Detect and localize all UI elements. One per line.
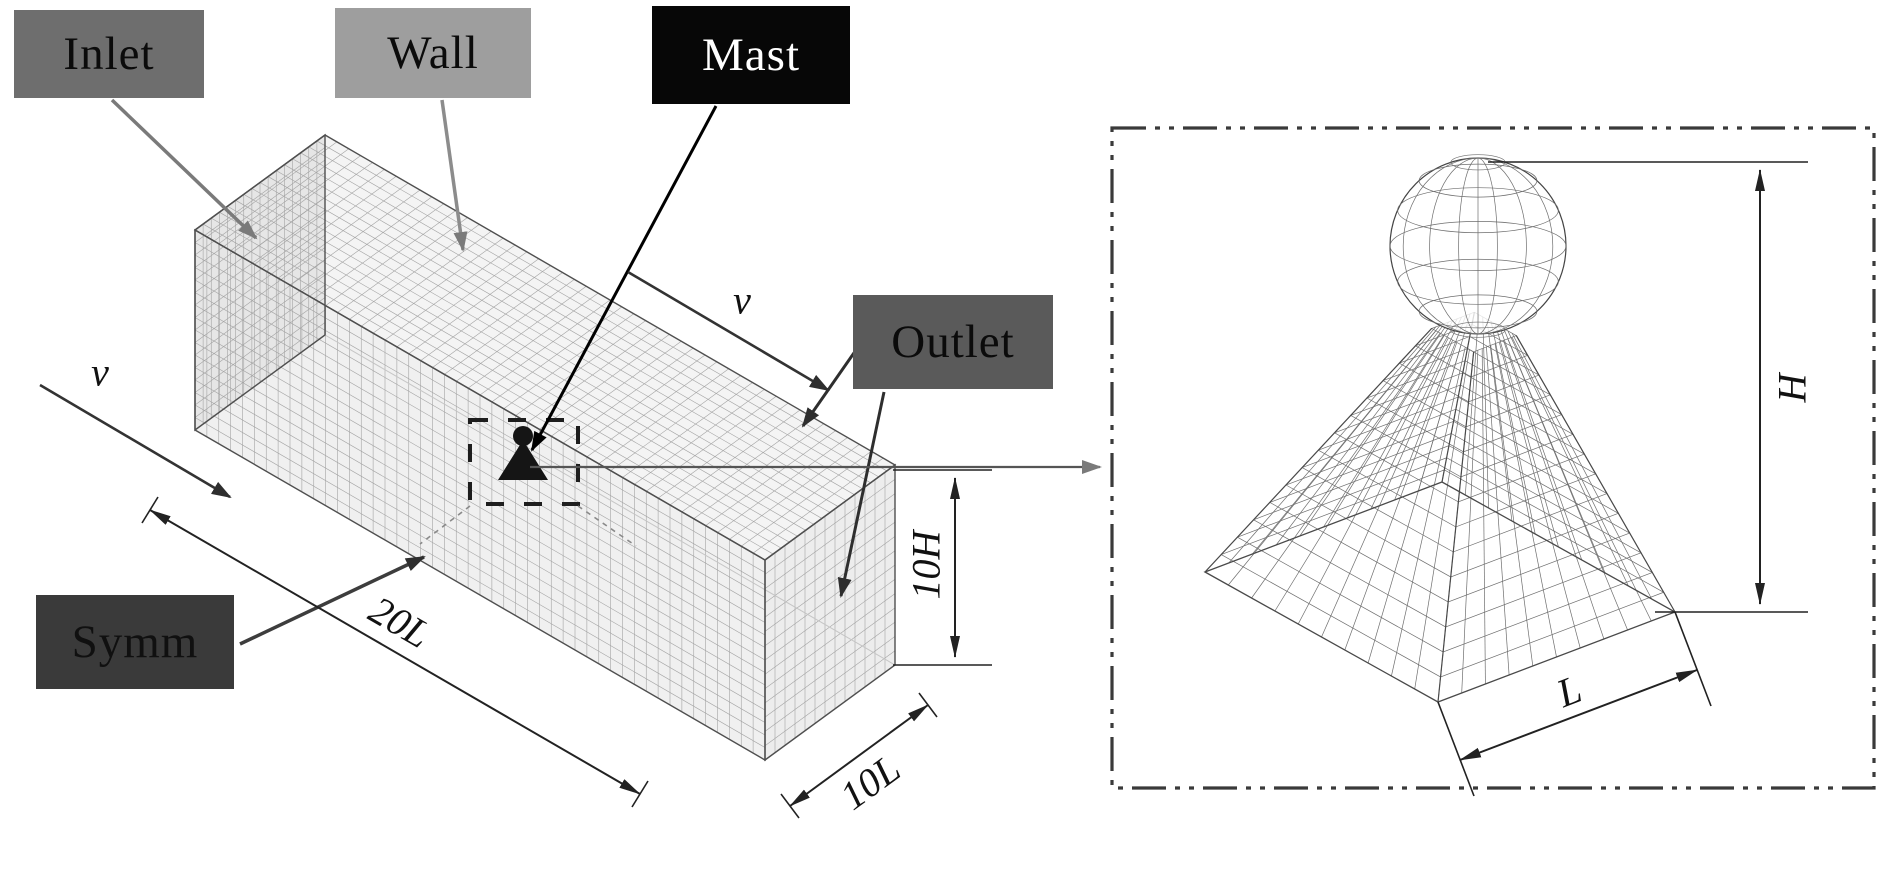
mast-sphere-wireframe (1389, 154, 1567, 338)
dim-20L-tick (141, 496, 159, 524)
mast-silhouette-sphere (513, 426, 533, 446)
wall-leader-arrow (440, 99, 468, 252)
dim-label-10H: 10H (903, 530, 949, 600)
dim-20L-arrow (149, 509, 641, 795)
velocity-label-right: v (733, 277, 751, 323)
dim-label-H: H (1769, 373, 1815, 403)
dim-10L-arrow (789, 704, 929, 807)
detail-dimension-lines (1437, 161, 1808, 797)
dim-10L-tick (918, 692, 938, 718)
mast-silhouette-pyramid (498, 440, 548, 480)
velocity-label-left: v (91, 349, 109, 395)
outlet-label: Outlet (891, 316, 1015, 368)
domain-mesh-wireframe (194, 134, 896, 761)
velocity-arrow-right (627, 270, 830, 392)
inlet-label-box: Inlet (14, 10, 204, 98)
mast-pyramid-wireframe (1203, 311, 1677, 703)
mast-leader-arrow (530, 105, 718, 452)
dim-20L-tick (631, 780, 649, 808)
symm-label: Symm (71, 616, 199, 668)
mast-label-box: Mast (652, 6, 850, 104)
wall-label: Wall (387, 27, 479, 79)
mast-refinement-box (468, 418, 580, 506)
inlet-label: Inlet (63, 28, 155, 80)
detail-view-border (1110, 126, 1876, 790)
symm-label-box: Symm (36, 595, 234, 689)
outlet-leader-arrow-1 (801, 349, 858, 428)
inlet-leader-arrow (110, 98, 258, 240)
dim-L-ext (1674, 611, 1712, 707)
outlet-leader-arrow-2 (837, 391, 886, 598)
dim-L-arrow (1459, 669, 1698, 761)
dim-10L-tick (780, 793, 800, 819)
dim-L-ext (1437, 701, 1475, 797)
outlet-label-box: Outlet (853, 295, 1053, 389)
velocity-arrow-left (39, 383, 232, 499)
wall-label-box: Wall (335, 8, 531, 98)
dimension-lines (141, 469, 992, 819)
mast-label: Mast (702, 29, 800, 81)
